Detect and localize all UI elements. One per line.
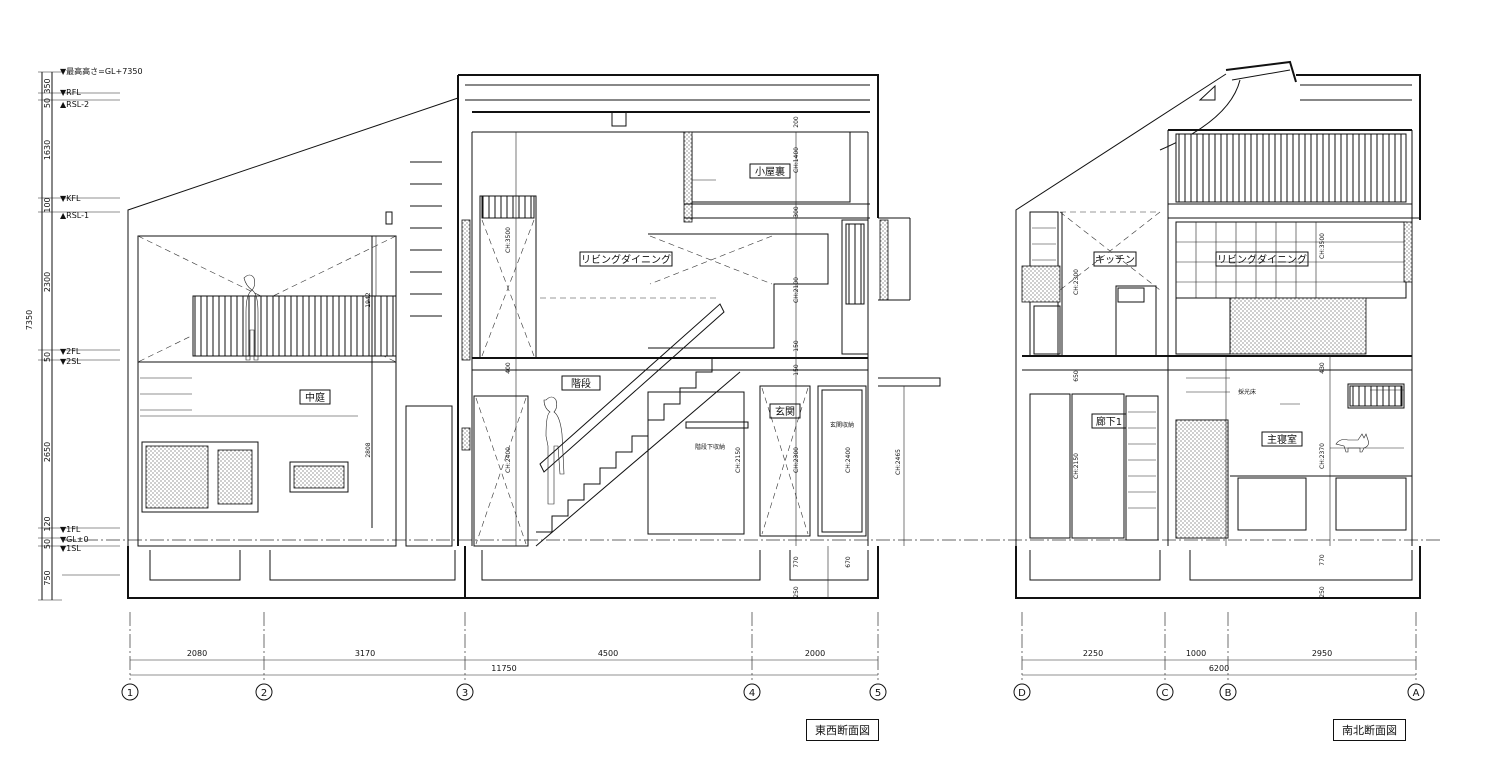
dim-770a: 770 — [793, 556, 800, 568]
dim-50b: 50 — [43, 352, 52, 362]
dim-400: 400 — [505, 362, 512, 374]
room-skylight: 採光床 — [1238, 388, 1256, 396]
dim-2808: 2808 — [365, 442, 372, 457]
dim-750: 750 — [43, 570, 52, 585]
dim-250a: 250 — [793, 586, 800, 598]
ew-dimensions: 2080 3170 4500 2000 11750 1 2 3 4 5 — [121, 612, 887, 701]
dim-770b: 770 — [1319, 554, 1326, 566]
ch-3500b: CH:3500 — [1319, 233, 1326, 259]
ew-labels: 中庭 階段 リビングダイニング 小屋裏 玄関 玄関収納 階段下収納 CH:350… — [299, 116, 902, 598]
ch-2150a: CH:2150 — [735, 447, 742, 473]
dim-670: 670 — [845, 556, 852, 568]
dim-2300: 2300 — [43, 272, 52, 292]
ns-span-1: 2250 — [1083, 649, 1103, 658]
level-1fl: ▼1FL — [60, 525, 81, 534]
ew-section-title: 東西断面図 — [806, 719, 879, 741]
ch-2300b: CH:2300 — [1073, 269, 1080, 295]
ch-2370: CH:2370 — [1319, 443, 1326, 469]
room-courtyard: 中庭 — [305, 391, 325, 404]
level-scale: ▼最高高さ=GL+7350 ▼RFL ▲RSL-2 ▼KFL ▲RSL-1 ▼2… — [25, 66, 143, 601]
ch-2100: CH:2100 — [793, 277, 800, 303]
dim-total-height: 7350 — [25, 310, 34, 330]
level-2sl: ▼2SL — [60, 357, 81, 366]
level-rfl: ▼RFL — [60, 88, 81, 97]
ns-grid-a: A — [1413, 688, 1420, 699]
room-entrance: 玄関 — [775, 405, 795, 418]
dim-2650: 2650 — [43, 442, 52, 462]
dim-1942: 1942 — [365, 292, 372, 307]
ew-grid-4: 4 — [749, 688, 755, 699]
ns-grid-c: C — [1162, 688, 1169, 699]
ew-grid-5: 5 — [875, 688, 881, 699]
ch-2400b: CH:2400 — [845, 447, 852, 473]
dim-50a: 50 — [43, 98, 52, 108]
dim-150b: 150 — [793, 364, 800, 376]
ew-span-1: 2080 — [187, 649, 207, 658]
dim-250b: 250 — [1319, 586, 1326, 598]
ns-labels: キッチン リビングダイニング 廊下1 主寝室 採光床 CH:2300 CH:35… — [1073, 233, 1326, 598]
ch-2465: CH:2465 — [895, 449, 902, 475]
room-attic: 小屋裏 — [755, 165, 785, 178]
room-bedroom: 主寝室 — [1267, 433, 1297, 446]
ns-section-title: 南北断面図 — [1333, 719, 1406, 741]
ew-section — [127, 74, 941, 599]
level-rsl2: ▲RSL-2 — [60, 100, 89, 109]
ew-grid-3: 3 — [462, 688, 468, 699]
dim-150a: 150 — [793, 340, 800, 352]
dim-50c: 50 — [43, 539, 52, 549]
ew-grid-2: 2 — [261, 688, 267, 699]
ns-span-total: 6200 — [1209, 664, 1229, 673]
level-gl: ▼GL±0 — [60, 535, 89, 544]
level-2fl: ▼2FL — [60, 347, 81, 356]
ew-span-2: 3170 — [355, 649, 375, 658]
room-living-ew: リビングダイニング — [581, 253, 671, 266]
ch-3500a: CH:3500 — [505, 227, 512, 253]
ch-2300a: CH:2300 — [793, 447, 800, 473]
room-under-stair: 階段下収納 — [695, 443, 725, 451]
ew-span-total: 11750 — [491, 664, 516, 673]
dim-1630: 1630 — [43, 140, 52, 160]
ns-span-2: 1000 — [1186, 649, 1206, 658]
room-entrance-storage: 玄関収納 — [830, 421, 854, 429]
ns-dimensions: 2250 1000 2950 6200 D C B A — [1013, 612, 1425, 701]
room-kitchen: キッチン — [1095, 254, 1135, 266]
level-kfl: ▼KFL — [60, 194, 81, 203]
room-living-ns: リビングダイニング — [1217, 253, 1307, 266]
ch-2400a: CH:2400 — [505, 447, 512, 473]
room-corridor: 廊下1 — [1096, 415, 1122, 428]
level-1sl: ▼1SL — [60, 544, 81, 553]
ch-2150b: CH:2150 — [1073, 453, 1080, 479]
ew-span-4: 2000 — [805, 649, 825, 658]
ew-grid-1: 1 — [127, 688, 133, 699]
dim-100: 100 — [43, 197, 52, 212]
dim-430: 430 — [1319, 362, 1326, 374]
dim-650: 650 — [1073, 370, 1080, 382]
ew-span-3: 4500 — [598, 649, 618, 658]
level-top: ▼最高高さ=GL+7350 — [60, 66, 143, 76]
ns-grid-b: B — [1225, 688, 1232, 699]
dim-350: 350 — [43, 78, 52, 93]
dim-200: 200 — [793, 116, 800, 128]
dim-120: 120 — [43, 516, 52, 531]
ns-span-3: 2950 — [1312, 649, 1332, 658]
ch-1400: CH:1400 — [793, 147, 800, 173]
ns-grid-d: D — [1018, 688, 1026, 699]
room-stairs: 階段 — [571, 377, 591, 390]
dim-300: 300 — [793, 206, 800, 218]
level-rsl1: ▲RSL-1 — [60, 211, 89, 220]
ns-section — [1015, 60, 1421, 599]
